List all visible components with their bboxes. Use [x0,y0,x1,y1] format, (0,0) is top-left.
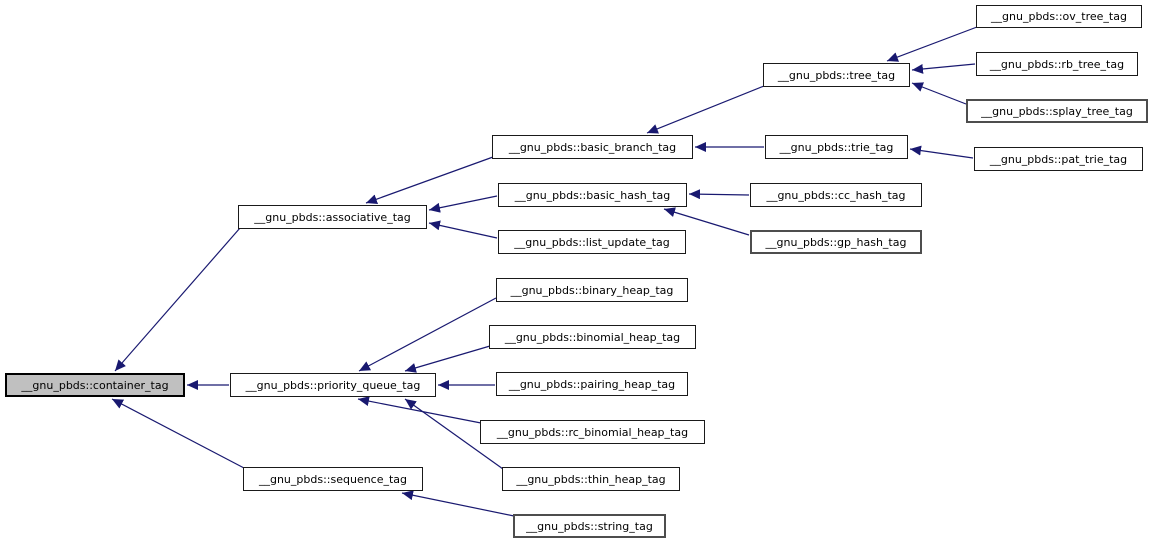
edge-string-tag-to-sequence-tag [401,490,515,517]
edge-pat-trie-tag-to-trie-tag [909,145,974,159]
node-label-associative-tag: __gnu_pbds::associative_tag [254,210,411,224]
node-label-gp-hash-tag: __gnu_pbds::gp_hash_tag [765,235,907,249]
node-trie-tag[interactable]: __gnu_pbds::trie_tag [765,135,908,159]
node-list-update-tag[interactable]: __gnu_pbds::list_update_tag [498,230,686,254]
node-label-basic-branch-tag: __gnu_pbds::basic_branch_tag [508,140,677,154]
node-string-tag[interactable]: __gnu_pbds::string_tag [513,514,666,538]
edge-associative-tag-to-container-tag [114,227,241,372]
node-thin-heap-tag[interactable]: __gnu_pbds::thin_heap_tag [502,467,680,491]
edge-ov-tree-tag-to-tree-tag [886,26,978,62]
node-rb-tree-tag[interactable]: __gnu_pbds::rb_tree_tag [976,52,1138,76]
edge-rc-binomial-heap-tag-to-priority-queue-tag [357,396,482,424]
edge-rb-tree-tag-to-tree-tag [911,63,976,74]
node-label-list-update-tag: __gnu_pbds::list_update_tag [514,235,670,249]
edge-splay-tree-tag-to-tree-tag [911,82,967,105]
node-label-thin-heap-tag: __gnu_pbds::thin_heap_tag [516,472,666,486]
node-label-pat-trie-tag: __gnu_pbds::pat_trie_tag [989,152,1128,166]
edge-binomial-heap-tag-to-priority-queue-tag [404,345,491,373]
node-basic-branch-tag[interactable]: __gnu_pbds::basic_branch_tag [492,135,693,159]
node-label-splay-tree-tag: __gnu_pbds::splay_tree_tag [981,104,1133,118]
node-label-binomial-heap-tag: __gnu_pbds::binomial_heap_tag [504,330,681,344]
node-priority-queue-tag[interactable]: __gnu_pbds::priority_queue_tag [230,373,436,397]
node-label-container-tag: __gnu_pbds::container_tag [21,378,169,392]
edge-basic-branch-tag-to-associative-tag [365,156,494,204]
node-label-binary-heap-tag: __gnu_pbds::binary_heap_tag [510,283,674,297]
node-binomial-heap-tag[interactable]: __gnu_pbds::binomial_heap_tag [489,325,696,349]
node-pairing-heap-tag[interactable]: __gnu_pbds::pairing_heap_tag [496,372,688,396]
node-label-rc-binomial-heap-tag: __gnu_pbds::rc_binomial_heap_tag [496,425,689,439]
node-cc-hash-tag[interactable]: __gnu_pbds::cc_hash_tag [750,183,922,207]
edge-basic-hash-tag-to-associative-tag [428,195,498,213]
node-label-sequence-tag: __gnu_pbds::sequence_tag [258,472,408,486]
node-label-basic-hash-tag: __gnu_pbds::basic_hash_tag [514,188,671,202]
edge-list-update-tag-to-associative-tag [428,220,498,239]
edge-cc-hash-tag-to-basic-hash-tag [688,189,750,200]
node-sequence-tag[interactable]: __gnu_pbds::sequence_tag [243,467,423,491]
node-container-tag[interactable]: __gnu_pbds::container_tag [5,373,185,397]
edge-gp-hash-tag-to-basic-hash-tag [663,207,750,236]
node-label-pairing-heap-tag: __gnu_pbds::pairing_heap_tag [508,377,676,391]
node-basic-hash-tag[interactable]: __gnu_pbds::basic_hash_tag [498,183,687,207]
node-label-ov-tree-tag: __gnu_pbds::ov_tree_tag [991,10,1127,23]
node-label-trie-tag: __gnu_pbds::trie_tag [779,140,894,154]
node-rc-binomial-heap-tag[interactable]: __gnu_pbds::rc_binomial_heap_tag [480,420,705,444]
edge-binary-heap-tag-to-priority-queue-tag [358,297,497,372]
node-label-priority-queue-tag: __gnu_pbds::priority_queue_tag [245,378,421,392]
node-pat-trie-tag[interactable]: __gnu_pbds::pat_trie_tag [974,147,1143,171]
node-label-rb-tree-tag: __gnu_pbds::rb_tree_tag [989,57,1125,71]
edge-tree-tag-to-basic-branch-tag [646,85,765,134]
node-gp-hash-tag[interactable]: __gnu_pbds::gp_hash_tag [750,230,922,254]
node-ov-tree-tag[interactable]: __gnu_pbds::ov_tree_tag [976,5,1142,28]
node-binary-heap-tag[interactable]: __gnu_pbds::binary_heap_tag [496,278,688,302]
node-tree-tag[interactable]: __gnu_pbds::tree_tag [763,63,910,87]
node-splay-tree-tag[interactable]: __gnu_pbds::splay_tree_tag [966,99,1148,123]
node-label-string-tag: __gnu_pbds::string_tag [526,519,653,533]
node-associative-tag[interactable]: __gnu_pbds::associative_tag [238,205,427,229]
edge-thin-heap-tag-to-priority-queue-tag [404,398,504,470]
node-label-cc-hash-tag: __gnu_pbds::cc_hash_tag [766,188,906,202]
node-label-tree-tag: __gnu_pbds::tree_tag [777,68,896,82]
edge-sequence-tag-to-container-tag [111,398,245,469]
